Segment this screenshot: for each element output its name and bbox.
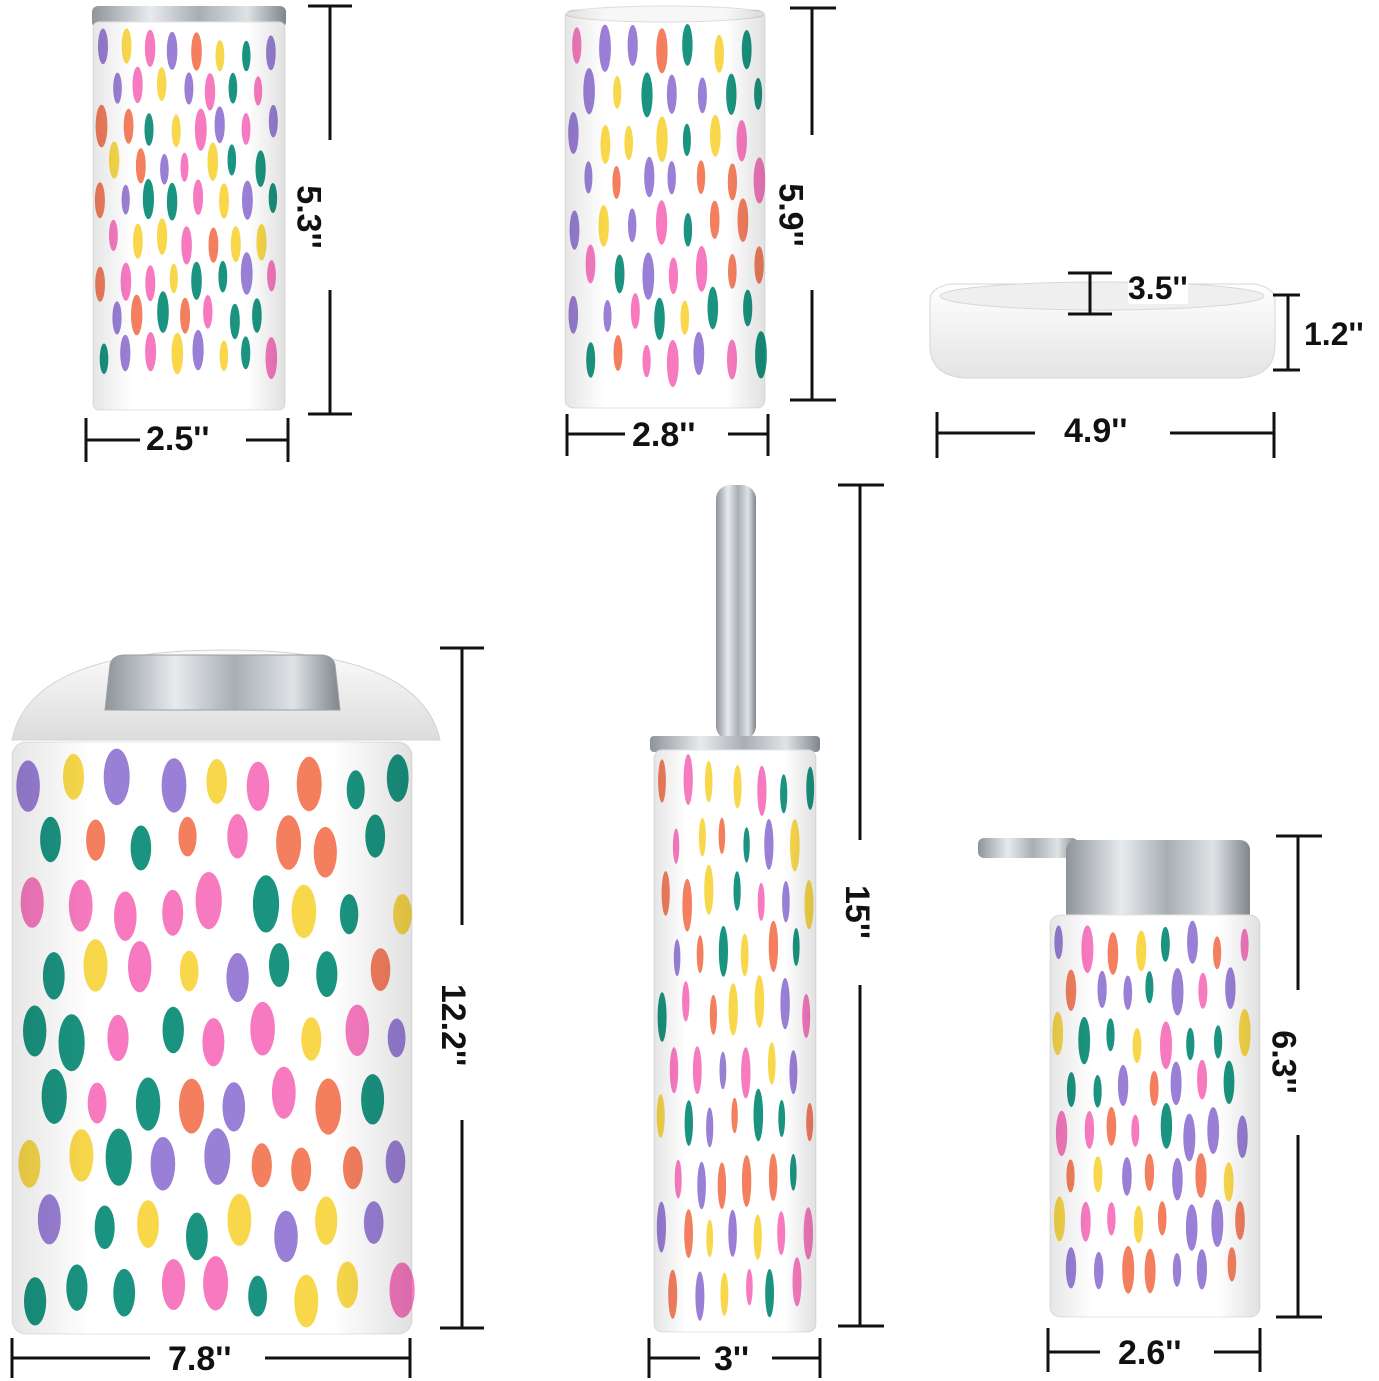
holder-width-label: 2.5'' [146,420,210,458]
soap-dish-height-label: 1.2'' [1304,316,1364,352]
toothbrush-holder [92,6,286,411]
tumbler-height-label: 5.9'' [771,183,810,247]
soap-dish-inner-label: 3.5'' [1128,270,1188,306]
brush-rim-icon [650,736,820,752]
soap-dish-width-label: 4.9'' [1064,412,1128,450]
toilet-brush-holder [650,485,820,1333]
pump-nozzle-icon [978,838,1078,858]
brush-handle-icon [716,485,756,740]
trash-can-height-label: 12.2'' [434,983,473,1067]
pump-head-icon [1066,840,1250,928]
dispenser-width-label: 2.6'' [1118,1334,1182,1372]
trash-shade [12,742,412,1334]
soap-dispenser [978,838,1261,1318]
dispenser-shade [1050,915,1260,1317]
trash-can [11,649,441,1335]
brush-width-label: 3'' [714,1340,750,1378]
holder-shade [93,22,285,410]
tumbler [564,5,767,409]
brush-shade [654,750,816,1332]
tumbler-shade [565,10,765,408]
tumbler-width-label: 2.8'' [632,416,696,454]
soap-dish [929,281,1276,379]
soap-dish-well [939,281,1265,311]
dimension-lines [10,4,1322,1378]
dispenser-height-label: 6.3'' [1264,1030,1303,1094]
trash-can-width-label: 7.8'' [168,1340,232,1378]
holder-height-label: 5.3'' [289,185,328,249]
swing-flap-icon [104,654,341,711]
brush-height-label: 15'' [838,885,876,939]
